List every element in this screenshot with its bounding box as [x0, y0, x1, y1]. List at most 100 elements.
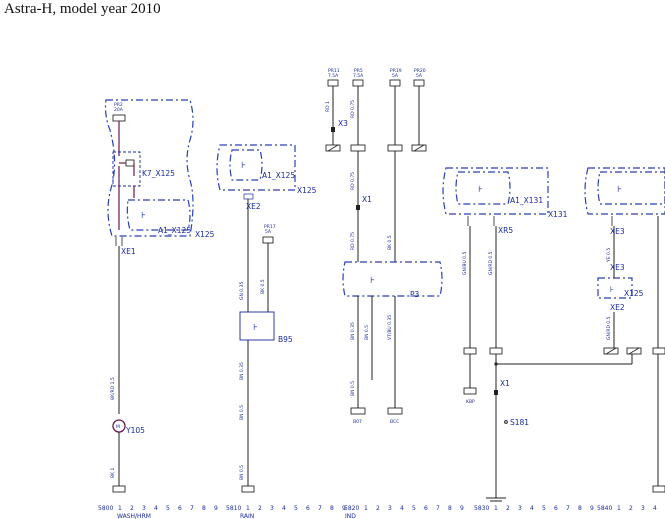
label-p3: P3	[410, 290, 420, 299]
ruler-digit: 5	[412, 505, 416, 512]
ruler-digit: 3	[142, 505, 146, 512]
ruler-code: 5800	[98, 505, 113, 512]
label-a1-x125: A1_X125	[158, 226, 191, 235]
svg-text:BN 0.5: BN 0.5	[364, 325, 370, 340]
svg-text:RD 1: RD 1	[325, 101, 331, 112]
svg-text:PR2: PR2	[114, 102, 123, 108]
ruler-digit: 4	[530, 505, 534, 512]
ruler-code: 5820	[344, 505, 359, 512]
ruler-digit: 4	[653, 505, 657, 512]
ruler-digit: 7	[566, 505, 570, 512]
label-x1-b: X1	[500, 379, 510, 388]
ruler-digit: 9	[214, 505, 218, 512]
ruler-digit: 2	[506, 505, 510, 512]
ruler-code: 5830	[474, 505, 489, 512]
svg-text:5A: 5A	[392, 73, 399, 79]
label-xe2: XE2	[246, 202, 261, 211]
svg-text:BN 0.5: BN 0.5	[239, 465, 245, 480]
label-xr5: XR5	[498, 226, 513, 235]
label-x1: X1	[362, 195, 372, 204]
svg-text:⊦: ⊦	[478, 185, 483, 195]
svg-text:B07: B07	[353, 419, 362, 425]
svg-text:GN 0.35: GN 0.35	[239, 282, 245, 300]
svg-text:⊦: ⊦	[241, 161, 246, 171]
ruler-digit: 7	[436, 505, 440, 512]
svg-text:PR17: PR17	[264, 224, 276, 230]
svg-text:GN/RD 0.5: GN/RD 0.5	[488, 251, 494, 275]
label-xe1: XE1	[121, 247, 136, 256]
block-x131: ⊦ A1_X131 X131 XR5 GN/BU 0.5 GN/RD 0.5 K…	[442, 167, 632, 502]
label-y105: Y105	[125, 426, 145, 435]
block-right: ⊦ XE3 YE 0.5 XE3 ⊦ X125 XE2 GN/RD 0.5	[584, 167, 665, 493]
ruler-digit: 1	[364, 505, 368, 512]
svg-text:BCC: BCC	[390, 419, 399, 425]
ruler-digit: 2	[376, 505, 380, 512]
ruler-digit: 5	[294, 505, 298, 512]
label-x125: X125	[195, 230, 215, 239]
ruler-digit: 9	[460, 505, 464, 512]
ruler-section-label: WASH/HRM	[117, 513, 151, 519]
ruler-digit: 8	[330, 505, 334, 512]
svg-text:M: M	[116, 424, 120, 430]
label-x3: X3	[338, 119, 348, 128]
ruler-digit: 5	[542, 505, 546, 512]
ruler-digit: 7	[318, 505, 322, 512]
svg-text:BN 0.35: BN 0.35	[239, 362, 245, 380]
svg-text:PR19: PR19	[390, 68, 402, 74]
svg-text:5A: 5A	[416, 73, 423, 79]
ruler-code: 5810	[226, 505, 241, 512]
ruler-digit: 4	[400, 505, 404, 512]
svg-text:KBP: KBP	[466, 399, 475, 405]
svg-text:⊦: ⊦	[610, 285, 614, 294]
ruler-digit: 3	[518, 505, 522, 512]
ruler-digit: 9	[590, 505, 594, 512]
svg-text:⊦: ⊦	[617, 185, 622, 195]
label-xe3-b: XE3	[610, 263, 625, 272]
svg-text:PR5: PR5	[354, 68, 363, 74]
ruler-digit: 6	[178, 505, 182, 512]
ruler-digit: 3	[270, 505, 274, 512]
ruler-digit: 2	[629, 505, 633, 512]
svg-text:BK/RD 1.5: BK/RD 1.5	[110, 377, 116, 400]
svg-text:YE 0.5: YE 0.5	[606, 248, 612, 263]
svg-text:BK 1: BK 1	[110, 468, 116, 478]
ruler-digit: 8	[448, 505, 452, 512]
ruler-digit: 4	[282, 505, 286, 512]
svg-text:⊦: ⊦	[253, 323, 258, 333]
ruler-section-label: RAIN	[240, 513, 254, 519]
ruler-digit: 1	[617, 505, 621, 512]
ruler-section-label: IND	[345, 513, 356, 519]
svg-text:⊦: ⊦	[370, 276, 375, 286]
svg-text:PR20: PR20	[414, 68, 426, 74]
svg-text:BK 0.5: BK 0.5	[260, 279, 266, 294]
ruler-digit: 2	[258, 505, 262, 512]
label-x125-c: X125	[624, 289, 644, 298]
ruler-digit: 6	[424, 505, 428, 512]
ruler-digit: 1	[246, 505, 250, 512]
svg-text:7.5A: 7.5A	[328, 73, 339, 79]
label-a1-x131: A1_X131	[510, 196, 543, 205]
svg-text:20A: 20A	[114, 107, 124, 113]
svg-text:BN 0.35: BN 0.35	[350, 322, 356, 340]
label-b95: B95	[278, 335, 293, 344]
label-x131: X131	[548, 210, 568, 219]
ruler-digit: 9	[342, 505, 346, 512]
label-x125-b: X125	[297, 186, 317, 195]
label-xe2-b: XE2	[610, 303, 625, 312]
ruler-digit: 1	[494, 505, 498, 512]
page-title: Astra-H, model year 2010	[4, 1, 161, 17]
svg-text:5A: 5A	[265, 229, 272, 235]
ruler-digit: 6	[554, 505, 558, 512]
svg-text:PR11: PR11	[328, 68, 340, 74]
ruler-code: 5840	[597, 505, 612, 512]
svg-text:RD 0.75: RD 0.75	[350, 172, 356, 190]
svg-text:7.5A: 7.5A	[353, 73, 364, 79]
svg-text:GN/RD 0.5: GN/RD 0.5	[606, 316, 612, 340]
ruler-digit: 1	[118, 505, 122, 512]
svg-text:RD 0.75: RD 0.75	[350, 232, 356, 250]
